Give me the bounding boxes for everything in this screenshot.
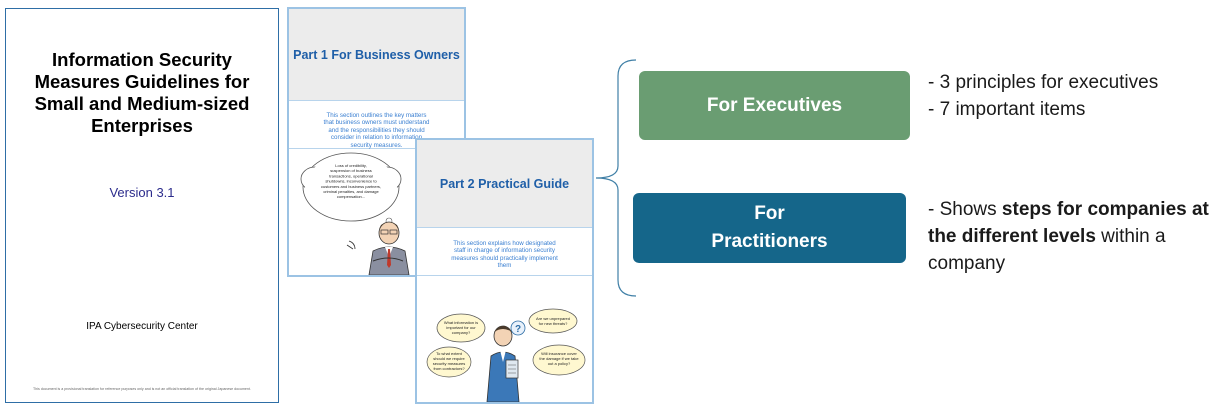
cover-organization: IPA Cybersecurity Center: [86, 321, 198, 332]
cloud-right-bottom-text-line: out a policy?: [548, 361, 571, 366]
practitioners-label-line2: Practitioners: [711, 231, 828, 252]
cloud-left-top-text-line: company?: [452, 330, 471, 335]
executives-note-1: - 3 principles for executives: [928, 72, 1159, 93]
cloud-main-text: Loss of credibility,suspension of busine…: [321, 163, 381, 199]
part2-description: This section explains how designated sta…: [417, 228, 592, 276]
cloud-right-top-text-line: for new threats?: [539, 321, 568, 326]
question-mark-icon: ?: [510, 320, 526, 336]
practitioners-note-bold: steps for companies at the different lev…: [928, 199, 1209, 247]
cloud-left-bottom-text-line: should we require: [433, 356, 465, 361]
part1-page: Part 1 For Business Owners This section …: [287, 7, 466, 277]
part1-title: Part 1 For Business Owners: [289, 9, 464, 101]
cloud-main-text-line: compensation...: [337, 194, 365, 199]
cloud-left-bottom-text-line: from contractors?: [433, 366, 465, 371]
cloud-right-bottom-text-line: Will insurance cover: [541, 351, 577, 356]
part1-description: This section outlines the key matters th…: [289, 101, 464, 149]
cover-title: Information Security Measures Guidelines…: [34, 49, 250, 136]
executives-label: For Executives: [706, 94, 843, 116]
executives-box: For Executives: [639, 71, 910, 140]
practitioner-figure: [486, 325, 520, 402]
question-mark-text: ?: [515, 324, 521, 335]
cloud-left-bottom-text-line: To what extent: [436, 351, 463, 356]
part2-title: Part 2 Practical Guide: [417, 140, 592, 228]
cloud-right-top-text-line: Are we unprepared: [536, 316, 570, 321]
cloud-right-bottom-text-line: the damage if we take: [539, 356, 579, 361]
cloud-left-top-text-line: important for our: [446, 325, 476, 330]
cloud-main-text-line: shutdowns, inconvenience to: [325, 179, 377, 184]
grouping-bracket: [595, 59, 637, 297]
cloud-main-text-line: transactions, operational: [329, 173, 373, 178]
cover-version: Version 3.1: [109, 185, 175, 200]
cover-footnote: This document is a provisional translati…: [33, 387, 251, 391]
guideline-cover-page: Information Security Measures Guidelines…: [5, 8, 279, 403]
cloud-left-top-text-line: What information is: [444, 320, 478, 325]
cloud-main-text-line: customers and business partners,: [321, 184, 381, 189]
cloud-left-bottom-text-line: security measures: [433, 361, 465, 366]
practitioners-box: For Practitioners: [633, 193, 906, 263]
part2-page: Part 2 Practical Guide This section expl…: [415, 138, 594, 404]
cloud-main-text-line: suspension of business: [330, 168, 372, 173]
practitioners-note-prefix: - Shows: [928, 199, 1002, 220]
businessman-figure: [368, 221, 410, 275]
executives-note-2: - 7 important items: [928, 99, 1086, 120]
cloud-main-text-line: Loss of credibility,: [335, 163, 367, 168]
cloud-main: Loss of credibility,suspension of busine…: [300, 152, 402, 232]
wifi-icon: [346, 240, 356, 250]
practitioners-note-suffix: within a company: [928, 226, 1166, 274]
cloud-main-text-line: criminal penalties, and damage: [323, 189, 379, 194]
practitioners-note: - Shows steps for companies at the diffe…: [928, 196, 1216, 277]
executives-notes: - 3 principles for executives - 7 import…: [928, 69, 1158, 123]
practitioners-label-line1: For: [754, 203, 785, 224]
